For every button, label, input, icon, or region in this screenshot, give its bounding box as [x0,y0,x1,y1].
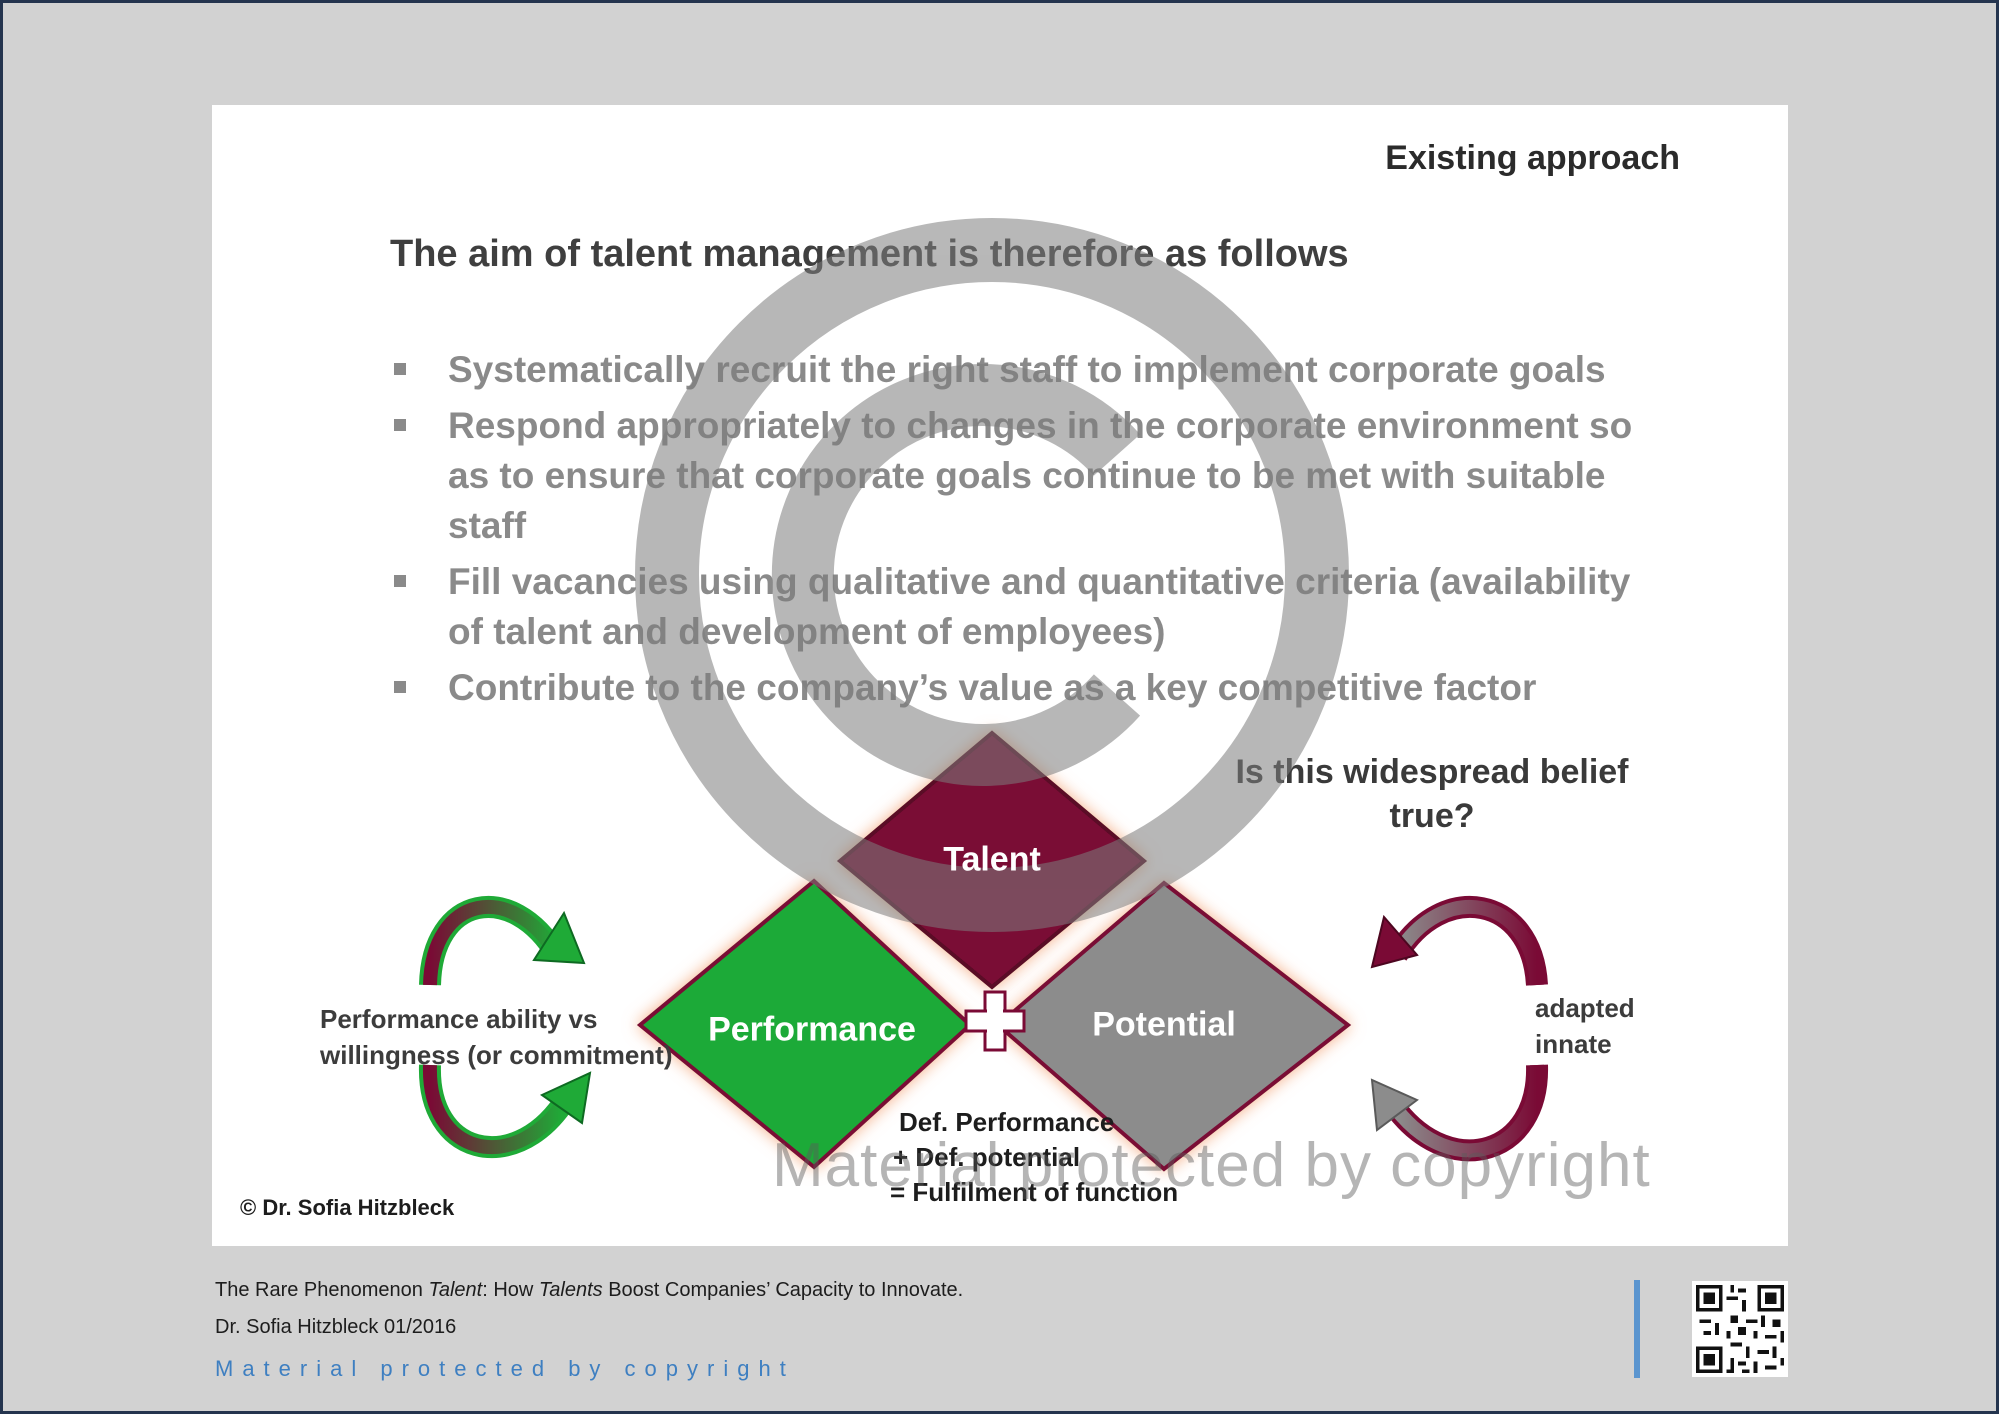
left-label-line2: willingness (or commitment) [320,1040,673,1070]
definition-text: Def. Performance + Def. potential = Fulf… [882,1105,1178,1210]
slide-label: Existing approach [1385,139,1680,177]
slide-copyright: © Dr. Sofia Hitzbleck [240,1195,455,1220]
right-label: adapted innate [1535,990,1635,1062]
footer-protected: Material protected by copyright [215,1356,795,1381]
left-label-line1: Performance ability vs [320,1004,598,1034]
potential-diamond [994,880,1352,1172]
bullet-square-icon [394,681,406,693]
slide: Existing approach The aim of talent mana… [212,105,1788,1246]
bullet-square-icon [394,419,406,431]
page-frame: Existing approach The aim of talent mana… [3,3,1996,1411]
talent-label: Talent [943,840,1041,879]
bullet-item: Contribute to the company’s value as a k… [390,663,1640,713]
footer-author: Dr. Sofia Hitzbleck 01/2016 [215,1316,457,1338]
performance-diamond [636,878,973,1170]
left-label: Performance ability vs willingness (or c… [320,1001,673,1073]
diagram [418,218,1549,1172]
bullet-square-icon [394,363,406,375]
question-text: Is this widespread belief true? [1235,753,1629,835]
copyright-watermark-icon [635,218,1349,932]
right-circular-arrow-icon [1370,896,1549,1162]
left-circular-arrow-icon [418,896,592,1159]
footer-title: The Rare Phenomenon Talent: How Talents … [215,1279,964,1301]
bullet-square-icon [394,575,406,587]
bullet-text: Contribute to the company’s value as a k… [448,667,1537,708]
def-line3: = Fulfilment of function [890,1177,1179,1207]
performance-label: Performance [708,1010,916,1049]
watermark-text: Material protected by copyright [772,1131,1651,1200]
right-label-line2: innate [1535,1029,1612,1059]
def-line2: + Def. potential [893,1142,1081,1172]
qr-code-icon [1692,1281,1788,1377]
right-label-line1: adapted [1535,993,1635,1023]
potential-label: Potential [1092,1005,1236,1044]
plus-icon [964,990,1026,1052]
def-line1: Def. Performance [899,1107,1115,1137]
footer-divider [1634,1280,1640,1378]
